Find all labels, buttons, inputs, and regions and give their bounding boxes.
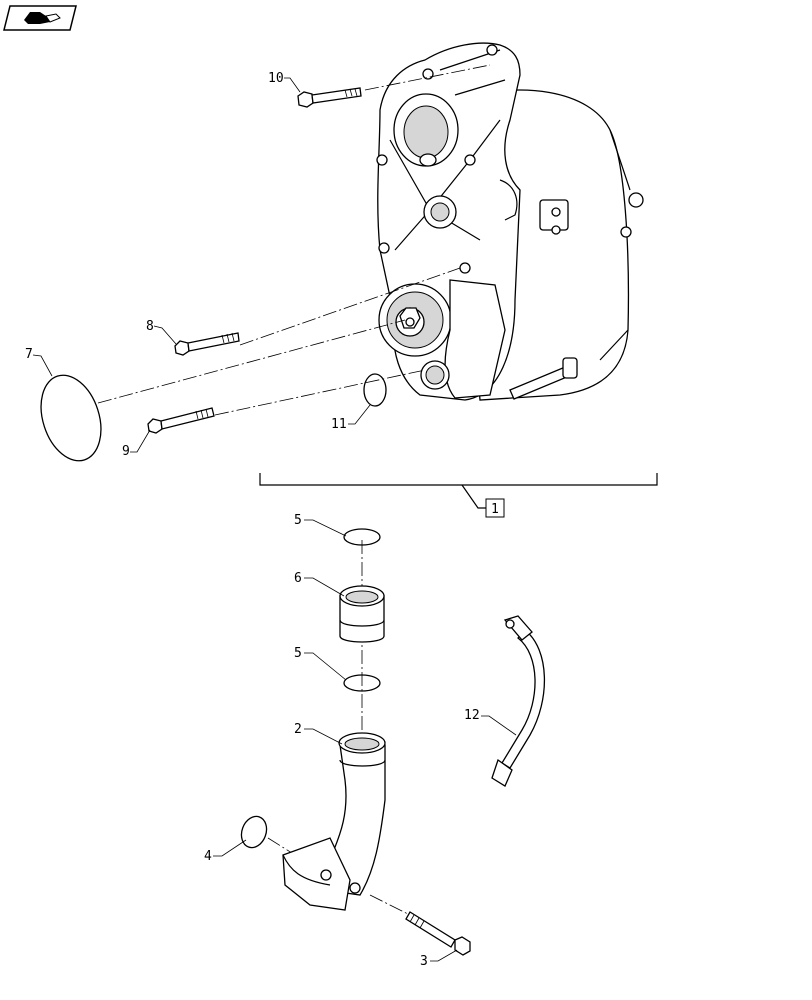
svg-text:4: 4: [204, 849, 212, 864]
svg-text:3: 3: [420, 954, 428, 969]
callout-3: 3: [420, 949, 458, 969]
callout-8: 8: [146, 319, 177, 345]
svg-text:8: 8: [146, 319, 154, 334]
callout-5-lower: 5: [294, 646, 347, 681]
callout-4: 4: [204, 839, 247, 864]
sleeve-6: [339, 585, 385, 643]
svg-text:12: 12: [464, 708, 480, 723]
svg-text:6: 6: [294, 571, 302, 586]
svg-text:5: 5: [294, 646, 302, 661]
svg-text:7: 7: [25, 347, 33, 362]
callout-5-upper: 5: [294, 513, 347, 537]
o-ring-4: [240, 815, 268, 849]
bolt-10: [297, 87, 362, 108]
callout-9: 9: [122, 429, 151, 459]
callout-7: 7: [25, 347, 53, 377]
callout-10: 10: [268, 71, 301, 93]
callout-12: 12: [464, 708, 517, 736]
navigation-hand-icon[interactable]: [3, 5, 77, 31]
bolt-3: [405, 911, 471, 956]
svg-text:1: 1: [491, 502, 499, 517]
svg-text:5: 5: [294, 513, 302, 528]
svg-text:11: 11: [331, 417, 347, 432]
callout-1: 1: [491, 502, 499, 517]
elbow-pipe-2: [282, 732, 386, 911]
callout-2: 2: [294, 722, 343, 745]
callout-11: 11: [331, 404, 371, 432]
o-ring-7: [40, 374, 102, 462]
o-ring-11: [363, 373, 387, 407]
gearbox-housing: [376, 42, 644, 401]
svg-text:10: 10: [268, 71, 284, 86]
o-ring-5-lower: [343, 674, 381, 692]
assembly-bracket-1: [259, 473, 658, 518]
svg-text:2: 2: [294, 722, 302, 737]
callout-6: 6: [294, 571, 345, 597]
bolt-9: [147, 407, 215, 434]
o-ring-5-upper: [343, 528, 381, 546]
bolt-8: [174, 332, 240, 356]
hose-12: [491, 615, 546, 787]
svg-text:9: 9: [122, 444, 130, 459]
